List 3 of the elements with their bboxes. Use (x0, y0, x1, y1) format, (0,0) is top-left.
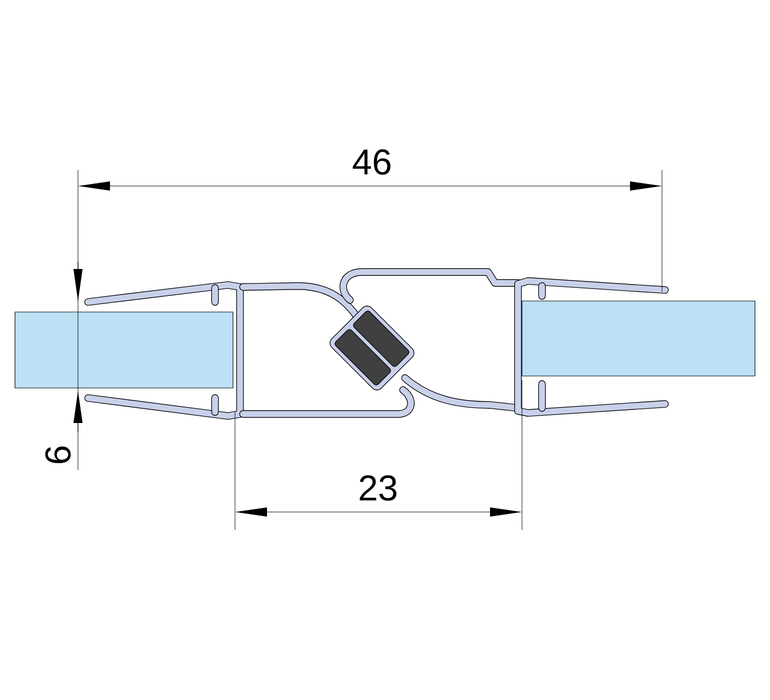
dimension-label: 6 (45, 446, 71, 464)
dimension-label: 46 (352, 149, 390, 175)
dimension-label: 23 (360, 475, 396, 501)
